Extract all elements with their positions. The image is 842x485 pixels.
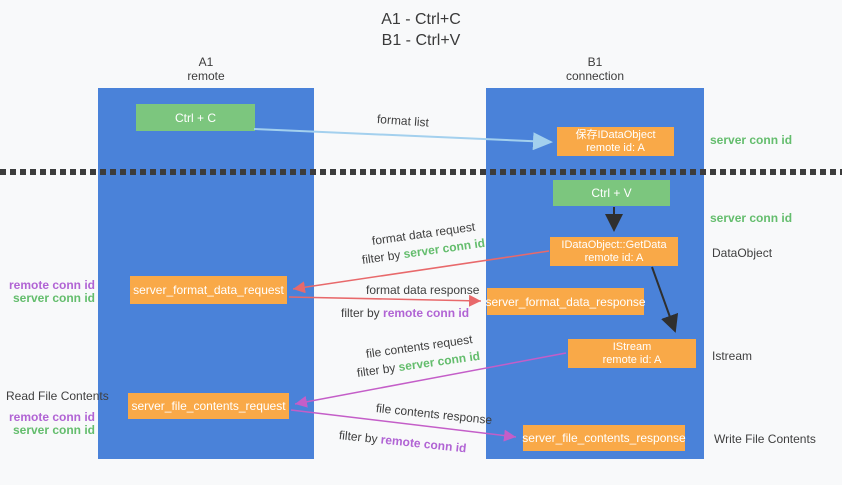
save-idataobject-line1: 保存IDataObject [575, 128, 656, 141]
annotation-istream: Istream [712, 349, 753, 363]
server-format-data-response-box: server_format_data_response [485, 288, 646, 315]
format-list-text: format list [376, 112, 430, 130]
getdata-line1: IDataObject::GetData [561, 238, 667, 251]
dashed-divider [0, 169, 842, 175]
ctrl-v-box: Ctrl + V [553, 180, 670, 206]
title-line-1: A1 - Ctrl+C [381, 11, 461, 28]
diagram-title: A1 - Ctrl+C B1 - Ctrl+V [0, 9, 842, 51]
label-format-data-response: format data response [366, 283, 479, 297]
left-column-header: A1 remote [98, 55, 314, 83]
label-filter-by-remote-conn-id-1: filter by remote conn id [341, 306, 469, 320]
title-line-2: B1 - Ctrl+V [381, 32, 461, 49]
save-idataobject-box: 保存IDataObject remote id: A [557, 127, 674, 156]
annotation-conn-ids-top: remote conn id server conn id [5, 279, 95, 305]
annotation-remote-conn-id-top: remote conn id [8, 278, 95, 292]
server-file-contents-response-label: server_file_contents_response [522, 431, 686, 445]
annotation-write-file-contents: Write File Contents [714, 432, 816, 446]
file-contents-response-text: file contents response [375, 401, 493, 428]
istream-line1: IStream [612, 340, 652, 353]
server-format-data-response-label: server_format_data_response [485, 294, 646, 309]
remote-conn-id-text: remote conn id [383, 306, 470, 320]
istream-line2: remote id: A [602, 353, 662, 366]
filter-by-text: filter by [338, 428, 379, 447]
filter-by-text: filter by [361, 247, 402, 267]
label-format-list: format list [377, 112, 430, 130]
filter-by-text: filter by [341, 306, 380, 320]
ctrl-c-box: Ctrl + C [136, 104, 255, 131]
remote-conn-id-text: remote conn id [380, 432, 468, 456]
right-column-subtitle: connection [565, 69, 625, 83]
getdata-line2: remote id: A [584, 251, 644, 264]
format-data-response-text: format data response [366, 283, 480, 297]
right-column-header: B1 connection [486, 55, 704, 83]
annotation-server-conn-id-left-bottom: server conn id [12, 423, 95, 437]
filter-by-text: filter by [356, 360, 397, 380]
annotation-dataobject: DataObject [712, 246, 773, 260]
istream-box: IStream remote id: A [568, 339, 696, 368]
annotation-server-conn-id-top: server conn id [710, 133, 793, 147]
idataobject-getdata-box: IDataObject::GetData remote id: A [550, 237, 678, 266]
right-column-title: B1 [587, 55, 603, 69]
label-file-contents-response: file contents response [375, 401, 493, 427]
annotation-read-file-contents: Read File Contents [6, 389, 109, 403]
server-file-contents-request-label: server_file_contents_request [131, 399, 286, 413]
annotation-remote-conn-id-bottom: remote conn id [8, 410, 95, 424]
server-format-data-request-label: server_format_data_request [133, 283, 284, 297]
label-filter-by-remote-conn-id-2: filter by remote conn id [338, 428, 467, 455]
arrow-format-data-response [288, 294, 482, 307]
left-column-subtitle: remote [187, 69, 225, 83]
left-column-title: A1 [198, 55, 214, 69]
annotation-server-conn-id-left-top: server conn id [12, 291, 95, 305]
ctrl-v-label: Ctrl + V [591, 186, 632, 200]
server-format-data-request-box: server_format_data_request [130, 276, 287, 304]
ctrl-c-label: Ctrl + C [174, 110, 216, 125]
server-file-contents-request-box: server_file_contents_request [128, 393, 289, 419]
server-file-contents-response-box: server_file_contents_response [522, 425, 686, 451]
save-idataobject-line2: remote id: A [586, 141, 645, 154]
annotation-conn-ids-bottom: remote conn id server conn id [5, 411, 95, 437]
annotation-server-conn-id-mid: server conn id [710, 211, 793, 225]
